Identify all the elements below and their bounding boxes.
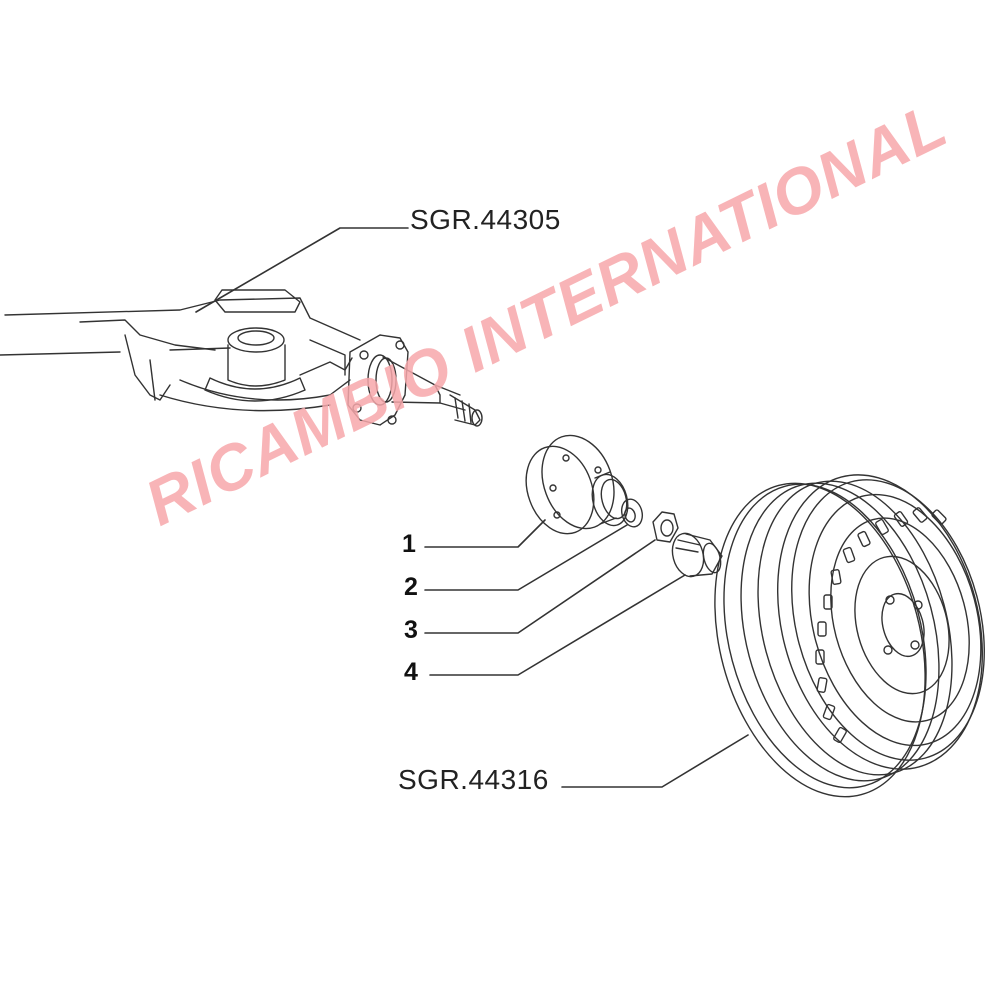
washer-drawing	[620, 498, 644, 528]
callout-3: 3	[404, 616, 418, 644]
wheel-rim-drawing	[714, 474, 985, 798]
leader-1	[424, 519, 546, 548]
callout-4: 4	[404, 658, 418, 686]
rear-axle-drawing	[0, 289, 483, 427]
reference-label-wheel[interactable]: SGR.44316	[398, 764, 549, 795]
nut-drawing	[652, 511, 679, 543]
reference-label-axle[interactable]: SGR.44305	[410, 204, 561, 235]
leader-sgr-44316	[561, 734, 749, 788]
leader-2	[424, 524, 628, 591]
leader-sgr-44305	[195, 227, 409, 313]
wheel-vent-slots	[815, 507, 947, 744]
callout-2: 2	[404, 573, 418, 601]
leader-lines	[195, 227, 749, 788]
hub-cap-drawing	[671, 532, 723, 578]
leader-4	[429, 574, 686, 676]
wheel-hub-drawing	[525, 434, 629, 535]
leader-3	[424, 539, 656, 634]
callout-1: 1	[402, 530, 416, 558]
